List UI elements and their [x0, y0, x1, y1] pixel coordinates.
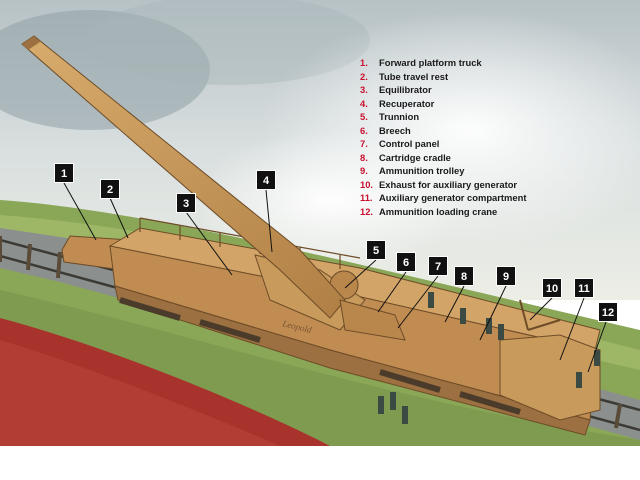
callout-10: 10	[542, 278, 562, 298]
legend-number: 2.	[360, 70, 368, 82]
legend-number: 7.	[360, 138, 368, 149]
legend-number: 8.	[360, 151, 368, 163]
legend-item: 9. Ammunition trolley	[360, 164, 526, 178]
gun-muzzle	[22, 36, 40, 50]
callout-9: 9	[496, 266, 516, 286]
callout-3: 3	[176, 193, 196, 213]
leader-lines	[63, 182, 607, 373]
legend-label: Trunnion	[379, 111, 420, 122]
legend-label: Ammunition trolley	[379, 165, 465, 176]
legend-label: Breech	[379, 124, 411, 136]
callout-12: 12	[598, 302, 618, 322]
legend-item: 7. Control panel	[360, 137, 526, 151]
loading-crane	[519, 299, 561, 331]
legend-number: 10.	[360, 178, 374, 190]
legend-item: 3. Equilibrator	[360, 83, 526, 97]
legend-item: 5. Trunnion	[360, 110, 526, 124]
legend-item: 4. Recuperator	[360, 97, 526, 111]
callout-1: 1	[54, 163, 74, 183]
rear-structure	[499, 334, 601, 421]
callout-2: 2	[100, 179, 120, 199]
wheel-bogies	[119, 297, 521, 415]
legend-number: 9.	[360, 165, 368, 176]
legend-number: 12.	[360, 205, 374, 217]
cloud	[0, 10, 210, 130]
legend-label: Auxiliary generator compartment	[379, 192, 527, 203]
legend-number: 4.	[360, 97, 368, 109]
bottom-margin	[0, 446, 640, 480]
crew-figures	[378, 292, 600, 424]
legend-number: 1.	[360, 57, 368, 68]
legend-item: 6. Breech	[360, 124, 526, 138]
callout-11: 11	[574, 278, 594, 298]
callout-7: 7	[428, 256, 448, 276]
callout-4: 4	[256, 170, 276, 190]
legend-label: Recuperator	[379, 97, 435, 109]
legend-item: 10. Exhaust for auxiliary generator	[360, 178, 526, 192]
legend-item: 12. Ammunition loading crane	[360, 205, 526, 219]
legend-item: 2. Tube travel rest	[360, 70, 526, 84]
legend-label: Forward platform truck	[379, 57, 482, 68]
callout-8: 8	[454, 266, 474, 286]
callout-6: 6	[396, 252, 416, 272]
legend-number: 5.	[360, 111, 368, 122]
red-field-texture	[0, 340, 280, 446]
legend-label: Equilibrator	[379, 84, 432, 95]
legend-number: 11.	[360, 192, 373, 203]
callout-5: 5	[366, 240, 386, 260]
legend-label: Cartridge cradle	[379, 151, 451, 163]
legend-number: 3.	[360, 84, 368, 95]
legend-label: Control panel	[379, 138, 440, 149]
legend-item: 1. Forward platform truck	[360, 56, 526, 70]
breech-block	[339, 299, 406, 341]
legend-number: 6.	[360, 124, 368, 136]
parts-legend: 1. Forward platform truck 2. Tube travel r…	[360, 56, 526, 218]
legend-item: 8. Cartridge cradle	[360, 151, 526, 165]
legend-label: Exhaust for auxiliary generator	[379, 178, 518, 190]
legend-label: Ammunition loading crane	[379, 205, 498, 217]
legend-item: 11. Auxiliary generator compartment	[360, 191, 526, 205]
legend-label: Tube travel rest	[379, 70, 449, 82]
